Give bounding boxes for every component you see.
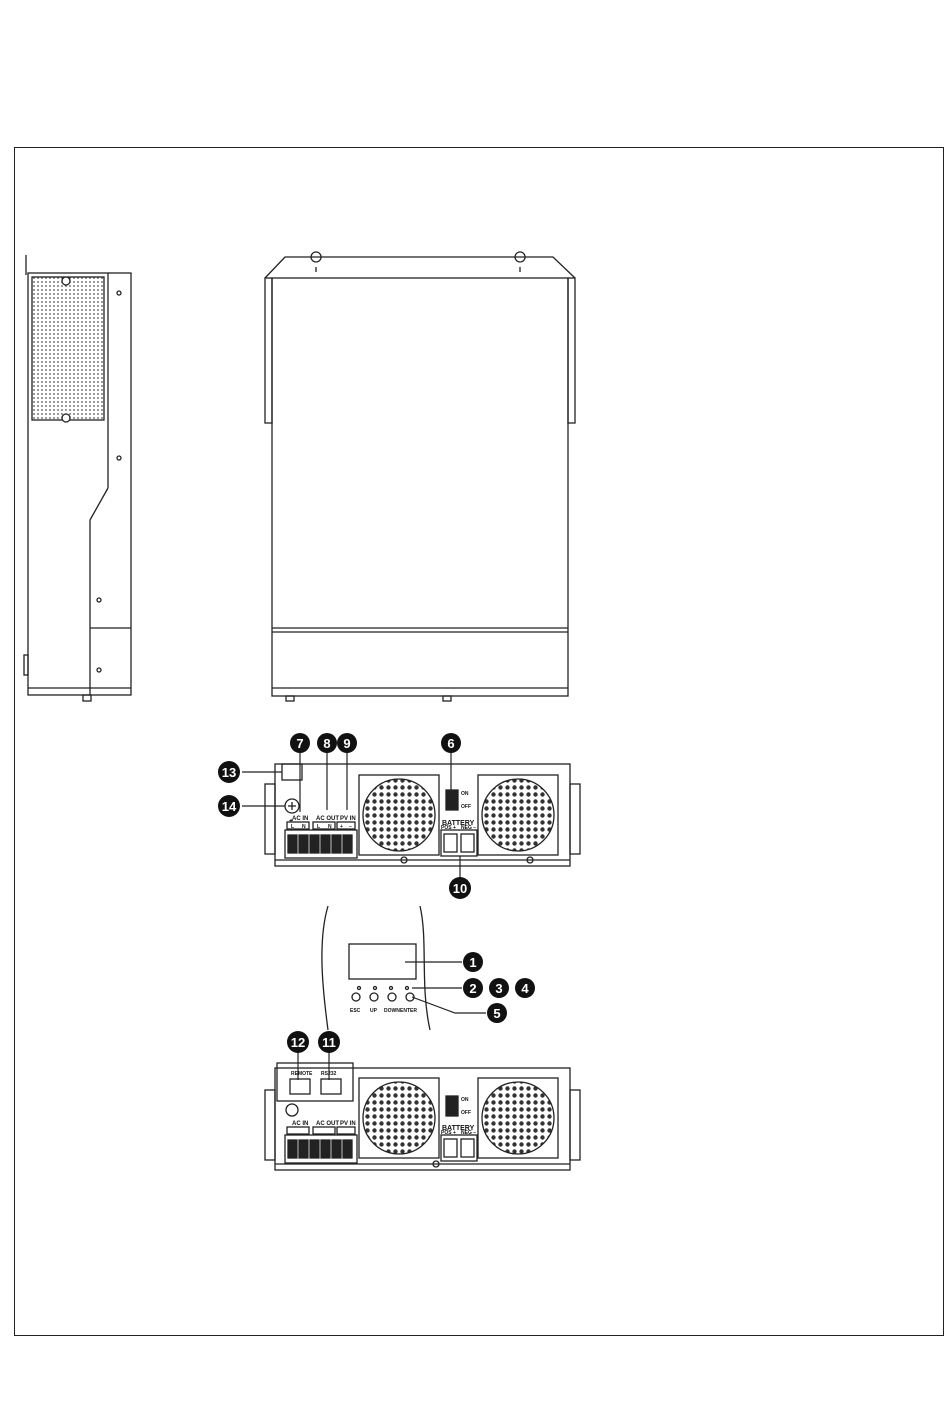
callout-7: 7 xyxy=(290,733,310,753)
svg-text:5: 5 xyxy=(493,1006,500,1021)
callout-6: 6 xyxy=(441,733,461,753)
label-remote: REMOTE xyxy=(291,1071,313,1077)
callout-14: 14 xyxy=(218,795,240,817)
label-btn-up: UP xyxy=(370,1008,378,1014)
callout-8: 8 xyxy=(317,733,337,753)
svg-text:4: 4 xyxy=(521,981,529,996)
callout-9: 9 xyxy=(337,733,357,753)
svg-text:1: 1 xyxy=(469,955,476,970)
callout-2: 2 xyxy=(463,978,483,998)
label-on-2: ON xyxy=(461,1097,469,1103)
label-btn-esc: ESC xyxy=(350,1008,361,1014)
label-neg-2: NEG − xyxy=(461,1130,476,1136)
label-pos: POS + xyxy=(441,825,456,831)
svg-text:8: 8 xyxy=(323,736,330,751)
label-neg: NEG − xyxy=(461,825,476,831)
svg-text:9: 9 xyxy=(343,736,350,751)
svg-text:7: 7 xyxy=(296,736,303,751)
svg-text:12: 12 xyxy=(291,1035,305,1050)
label-off-2: OFF xyxy=(461,1110,471,1116)
side-view xyxy=(24,255,131,701)
label-pv-in-2: PV IN xyxy=(340,1121,356,1127)
svg-text:11: 11 xyxy=(322,1035,336,1050)
callout-5: 5 xyxy=(487,1003,507,1023)
rear-panel-top xyxy=(265,764,580,866)
label-on: ON xyxy=(461,791,469,797)
svg-text:2: 2 xyxy=(469,981,476,996)
label-minus-pv: − xyxy=(349,824,352,830)
callout-13: 13 xyxy=(218,761,240,783)
rear-panel-bottom xyxy=(265,1063,580,1170)
label-n-acout: N xyxy=(328,824,332,830)
label-btn-down: DOWN xyxy=(384,1008,400,1014)
svg-text:14: 14 xyxy=(222,799,237,814)
label-pos-2: POS + xyxy=(441,1130,456,1136)
label-ground-plus: + xyxy=(289,818,293,825)
label-off: OFF xyxy=(461,804,471,810)
svg-text:6: 6 xyxy=(447,736,454,751)
label-plus-pv: + xyxy=(340,824,343,830)
callouts: 7 8 9 6 13 14 10 1 2 3 4 5 12 11 xyxy=(218,733,535,1053)
label-pv-in: PV IN xyxy=(340,816,356,822)
front-view xyxy=(265,252,575,701)
callout-12: 12 xyxy=(287,1031,309,1053)
label-ac-in-2: AC IN xyxy=(292,1121,308,1127)
label-ac-out-2: AC OUT xyxy=(316,1121,339,1127)
callout-10: 10 xyxy=(449,877,471,899)
label-rs232: RS232 xyxy=(321,1071,337,1077)
callout-1: 1 xyxy=(463,952,483,972)
label-l-acout: L xyxy=(317,824,320,830)
svg-text:13: 13 xyxy=(222,765,236,780)
label-btn-enter: ENTER xyxy=(400,1008,417,1014)
callout-4: 4 xyxy=(515,978,535,998)
callout-3: 3 xyxy=(489,978,509,998)
label-ac-in: AC IN xyxy=(292,816,308,822)
svg-text:3: 3 xyxy=(495,981,502,996)
callout-11: 11 xyxy=(318,1031,340,1053)
label-ac-out: AC OUT xyxy=(316,816,339,822)
label-n-acin: N xyxy=(302,824,306,830)
svg-text:10: 10 xyxy=(453,881,467,896)
